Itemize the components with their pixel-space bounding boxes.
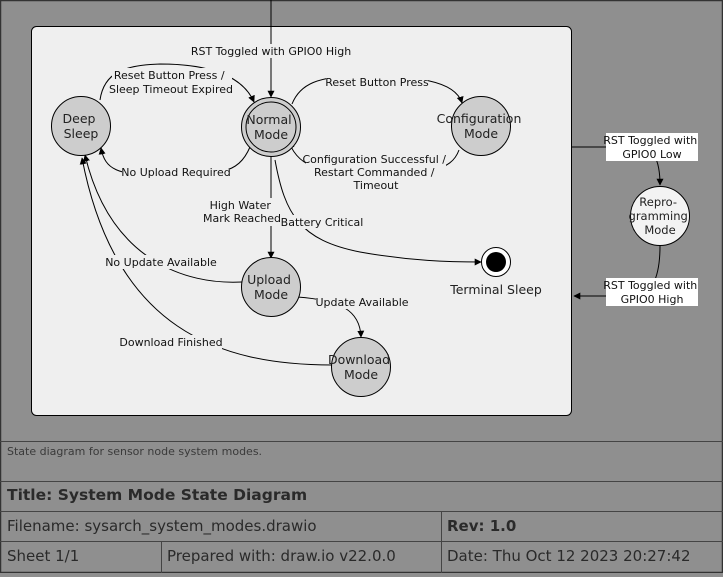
prepared-with-field: Prepared with: draw.io v22.0.0 (167, 547, 396, 565)
revision-field: Rev: 1.0 (447, 517, 516, 535)
repro-line-3: Mode (644, 223, 675, 237)
state-deep-sleep[interactable]: Deep Sleep (51, 96, 111, 156)
state-download-mode[interactable]: Download Mode (328, 337, 394, 397)
label-rst-high-entry: RST Toggled with GPIO0 High (191, 45, 351, 58)
label-no-update-available: No Update Available (105, 256, 217, 269)
label-reset-button-press: Reset Button Press (325, 76, 429, 89)
repro-line-1: Repro- (639, 195, 677, 209)
normal-mode-line-1: Normal (246, 112, 291, 127)
transition-labels: RST Toggled with GPIO0 High Reset Button… (105, 44, 701, 349)
label-rst-low-1: RST Toggled with (603, 134, 697, 147)
svg-text:Deep Sleep: Deep Sleep (63, 111, 100, 141)
svg-text:Configuration Mode: Configuration Mode (437, 111, 526, 141)
label-config-successful-2: Restart Commanded / (314, 166, 435, 179)
state-configuration-mode[interactable]: Configuration Mode (437, 96, 526, 156)
svg-text:Configuration Successful /: Configuration Successful / Restart Comma… (303, 153, 450, 192)
label-high-water-2: Mark Reached (203, 212, 281, 225)
label-reset-or-timeout-1: Reset Button Press / (114, 69, 225, 82)
svg-text:Normal Mode: Normal Mode (246, 112, 295, 142)
label-rst-high-2: GPIO0 High (621, 293, 684, 306)
label-config-successful-3: Timeout (353, 179, 400, 192)
state-upload-mode[interactable]: Upload Mode (241, 257, 301, 317)
svg-text:Download Mode: Download Mode (328, 352, 394, 382)
deep-sleep-line-2: Sleep (64, 126, 99, 141)
label-download-finished: Download Finished (119, 336, 222, 349)
upload-mode-line-1: Upload (247, 272, 291, 287)
download-mode-line-2: Mode (344, 367, 378, 382)
state-reprogramming-mode[interactable]: Repro- gramming Mode (629, 186, 692, 246)
svg-text:High Water Mark Reached: High Water Mark Reached (203, 199, 281, 225)
normal-mode-line-2: Mode (254, 127, 288, 142)
download-mode-line-1: Download (328, 352, 390, 367)
filename-field: Filename: sysarch_system_modes.drawio (7, 517, 317, 536)
label-battery-critical: Battery Critical (281, 216, 364, 229)
svg-text:RST Toggled with GPIO0 H: RST Toggled with GPIO0 High (603, 279, 701, 306)
terminal-sleep-label: Terminal Sleep (449, 282, 542, 297)
label-rst-low-2: GPIO0 Low (622, 148, 681, 161)
label-update-available: Update Available (315, 296, 408, 309)
label-rst-high-1: RST Toggled with (603, 279, 697, 292)
date-field: Date: Thu Oct 12 2023 20:27:42 (447, 547, 691, 565)
title-block (0, 441, 723, 573)
label-config-successful-1: Configuration Successful / (303, 153, 447, 166)
edge-download-to-deep[interactable] (79, 157, 333, 366)
label-reset-or-timeout-2: Sleep Timeout Expired (109, 83, 233, 96)
state-terminal-sleep[interactable]: Terminal Sleep (449, 247, 542, 298)
sheet-field: Sheet 1/1 (7, 547, 79, 565)
deep-sleep-line-1: Deep (63, 111, 96, 126)
diagram-title: Title: System Mode State Diagram (7, 486, 307, 504)
edge-deep-to-normal[interactable] (99, 63, 255, 103)
configuration-mode-line-2: Mode (464, 126, 498, 141)
state-normal-mode[interactable]: Normal Mode (241, 97, 301, 157)
svg-text:RST Toggled with GPIO0 L: RST Toggled with GPIO0 Low (603, 134, 701, 161)
configuration-mode-line-1: Configuration (437, 111, 522, 126)
repro-line-2: gramming (629, 209, 688, 223)
svg-text:Reset Button Press / Sle: Reset Button Press / Sleep Timeout Expir… (109, 69, 233, 96)
label-high-water-1: High Water (210, 199, 272, 212)
svg-text:Repro- gramming Mo: Repro- gramming Mode (629, 195, 692, 237)
diagram-description: State diagram for sensor node system mod… (7, 445, 262, 458)
label-no-upload-required: No Upload Required (121, 166, 230, 179)
svg-text:Upload Mode: Upload Mode (247, 272, 295, 302)
upload-mode-line-2: Mode (254, 287, 288, 302)
edge-normal-to-terminal[interactable] (274, 159, 482, 266)
